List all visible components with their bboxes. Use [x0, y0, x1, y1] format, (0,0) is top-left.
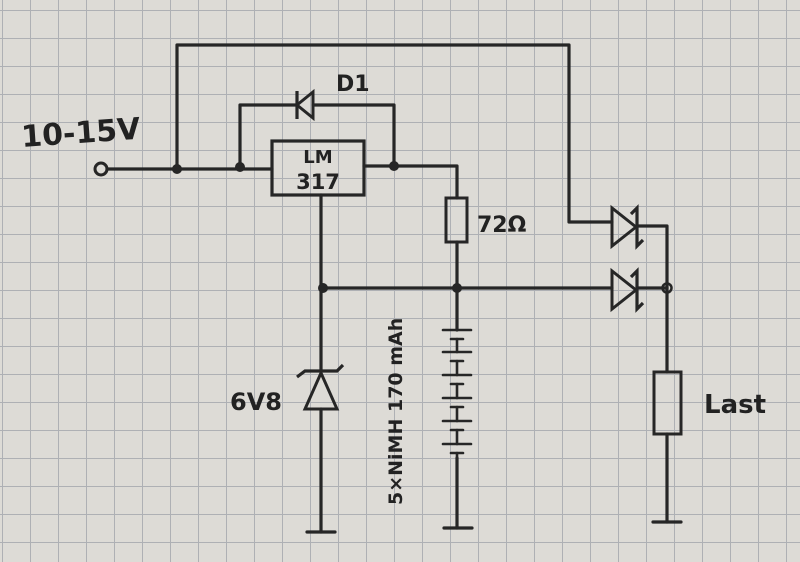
diode-d1	[294, 88, 315, 122]
upper-diode-output-wire	[635, 224, 669, 290]
d1-bypass-wire	[238, 103, 396, 171]
resistor-label: 72Ω	[477, 213, 527, 238]
regulator-output-wire	[362, 164, 459, 200]
battery-label: 5×NiMH 170 mAh	[385, 318, 407, 505]
zener-diode	[296, 363, 345, 411]
regulator-label-line1: LM	[303, 147, 332, 168]
top-bypass-wire	[175, 43, 614, 224]
input-terminal	[93, 161, 109, 177]
junction-node	[389, 161, 399, 171]
zener-label: 6V8	[230, 388, 282, 416]
input-voltage-label: 10-15V	[20, 112, 142, 155]
junction-node	[235, 162, 245, 172]
regulator-label-line2: 317	[296, 170, 340, 194]
battery-cells	[441, 328, 473, 460]
load-label: Last	[704, 390, 766, 420]
diode-d1-label: D1	[336, 72, 370, 97]
junction-node	[172, 164, 182, 174]
junction-node	[661, 282, 673, 294]
lm317-regulator	[270, 139, 366, 197]
lower-schottky-diode	[610, 267, 645, 313]
junction-node	[318, 283, 328, 293]
junction-node	[452, 283, 462, 293]
load-resistor	[652, 370, 683, 436]
resistor-72ohm	[444, 196, 469, 244]
